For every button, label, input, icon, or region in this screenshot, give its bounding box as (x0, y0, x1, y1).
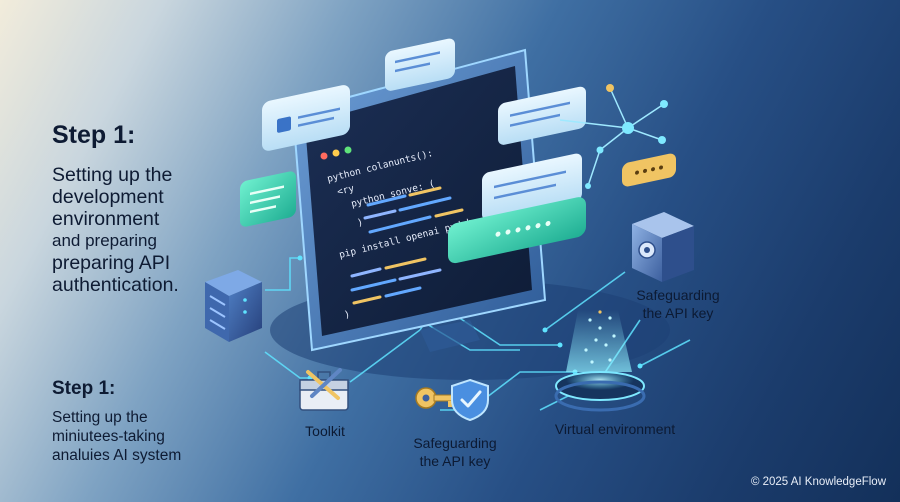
network-node-dots (585, 84, 668, 189)
step-heading-secondary: Step 1: (52, 378, 116, 399)
window-maximize-dot (344, 146, 352, 154)
server-icon (205, 270, 262, 342)
step-description-line: environment (52, 208, 160, 230)
toolkit-icon (299, 368, 349, 411)
step-heading: Step 1: (52, 121, 136, 149)
code-line-4: ) (356, 217, 364, 229)
code-line-6: ) (343, 309, 351, 321)
safeguarding-label-line: Safeguarding (636, 287, 720, 303)
step-description-line: and preparing (52, 231, 157, 250)
code-line-2: <ry (336, 183, 356, 198)
toolkit-label: Toolkit (305, 423, 345, 439)
step-description-line: miniutees-taking (52, 428, 165, 445)
hologram-platform-icon (554, 310, 646, 412)
chat-bubble-icon (385, 38, 455, 91)
chat-bubble-icon (622, 153, 676, 187)
chat-bubble-icon (262, 85, 350, 151)
safeguarding-label-right: Safeguarding the API key (618, 286, 738, 322)
key-icon (415, 387, 457, 409)
window-close-dot (320, 152, 328, 160)
shield-check-icon (451, 378, 489, 422)
code-monitor: python colanunts(): <ry python_sonve: ( … (291, 48, 547, 352)
step-description: Setting up the development environment a… (52, 164, 179, 296)
chat-bubble-icon (448, 197, 586, 264)
step-description-secondary: Setting up the miniutees-taking analuies… (52, 408, 181, 465)
step-description-line: preparing API (52, 252, 171, 274)
chat-bubble-icon (240, 171, 296, 227)
code-dashes (350, 186, 464, 305)
virtual-environment-label: Virtual environment (554, 421, 676, 437)
safeguarding-label-bottom: Safeguarding the API key (395, 434, 515, 470)
safeguarding-label-line: the API key (419, 453, 491, 469)
step-description-line: development (52, 186, 164, 208)
safeguarding-label-line: the API key (642, 305, 714, 321)
safeguarding-label-line: Safeguarding (413, 435, 497, 451)
step-description-line: Setting up the (52, 164, 173, 186)
safe-icon (632, 212, 694, 282)
window-minimize-dot (332, 149, 340, 157)
step-description-line: authentication. (52, 274, 179, 296)
step-description-line: Setting up the (52, 409, 148, 426)
chat-bubble-icon (498, 86, 586, 145)
copyright-notice: © 2025 AI KnowledgeFlow (750, 476, 886, 488)
step-description-line: analuies AI system (52, 447, 182, 464)
